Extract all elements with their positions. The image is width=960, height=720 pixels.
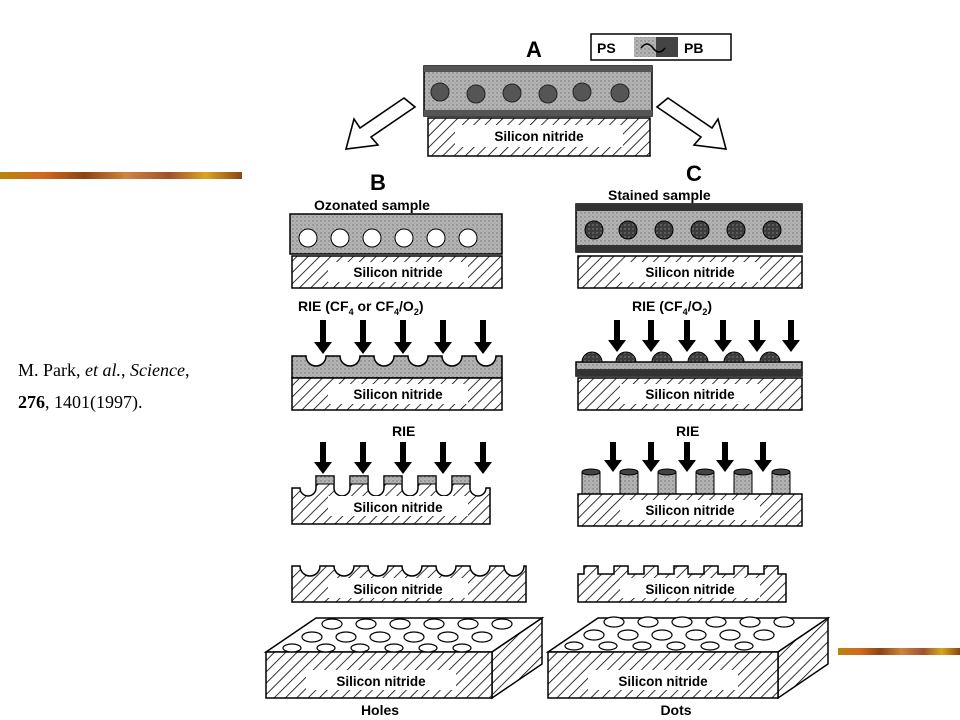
ozonated-holes [298, 228, 478, 248]
substrate-c3-label: Silicon nitride [645, 503, 735, 518]
rie-c-label: RIE (CF4/O2) [632, 298, 712, 317]
substrate-a-label: Silicon nitride [494, 129, 584, 144]
panel-c-label: C [686, 161, 702, 186]
citation-volume: 276 [18, 392, 45, 412]
dots-caption: Dots [660, 702, 691, 718]
rie-c2-label: RIE [676, 423, 699, 439]
rie-arrows-c2 [604, 442, 772, 472]
citation-journal: Science [130, 360, 185, 380]
holes-block-3d: Silicon nitride [263, 616, 545, 700]
etched-film-b [291, 355, 503, 379]
panel-a: A PS PB Silicon nitride [344, 33, 732, 157]
rie-b2-label: RIE [392, 423, 415, 439]
chain-icon [640, 43, 666, 53]
residual-caps-b [315, 475, 471, 485]
citation-comma: , [184, 360, 190, 380]
legend-pb-label: PB [684, 40, 703, 56]
panel-b: B Ozonated sample Silicon nitride RIE (C… [263, 170, 545, 718]
pillars-c [581, 468, 791, 495]
decorative-bar-left [0, 172, 242, 179]
stained-label: Stained sample [608, 187, 711, 203]
substrate-b4-label: Silicon nitride [353, 582, 443, 597]
panel-c: C Stained sample Silicon nitride RIE (CF… [545, 161, 831, 718]
rie-b-label: RIE (CF4 or CF4/O2) [298, 298, 424, 317]
citation-authors: M. Park, [18, 360, 85, 380]
decorative-bar-right [838, 648, 960, 655]
holes-block-label: Silicon nitride [336, 674, 426, 689]
citation-text: M. Park, et al., Science, 276, 1401(1997… [18, 354, 189, 418]
citation-line-2: 276, 1401(1997). [18, 386, 189, 418]
legend-box: PS PB [590, 33, 732, 61]
ozonated-label: Ozonated sample [314, 197, 430, 213]
citation-sep: , [121, 360, 130, 380]
holes-caption: Holes [361, 702, 399, 718]
lithography-process-diagram: A PS PB Silicon nitride B Ozonated sampl… [263, 33, 831, 718]
citation-pages-year: , 1401(1997). [45, 392, 143, 412]
citation-line-1: M. Park, et al., Science, [18, 354, 189, 386]
substrate-c2-label: Silicon nitride [645, 387, 735, 402]
panel-b-label: B [370, 170, 386, 195]
citation-etal: et al. [85, 360, 121, 380]
etched-spheres-c [581, 351, 781, 363]
pb-spheres-a [430, 82, 630, 104]
rie-arrows-b1 [314, 320, 492, 354]
rie-arrows-c1 [608, 320, 800, 352]
dots-block-3d: Silicon nitride [545, 616, 831, 700]
rie-arrows-b2 [314, 442, 492, 474]
stained-spheres [584, 220, 782, 240]
substrate-b2-label: Silicon nitride [353, 387, 443, 402]
arrow-to-b-icon [344, 97, 417, 150]
substrate-c4-label: Silicon nitride [645, 582, 735, 597]
substrate-b1-label: Silicon nitride [353, 265, 443, 280]
substrate-c1-label: Silicon nitride [645, 265, 735, 280]
substrate-b3-label: Silicon nitride [353, 500, 443, 515]
legend-ps-label: PS [597, 40, 616, 56]
panel-a-label: A [526, 37, 542, 62]
arrow-to-c-icon [655, 97, 728, 150]
dots-block-label: Silicon nitride [618, 674, 708, 689]
